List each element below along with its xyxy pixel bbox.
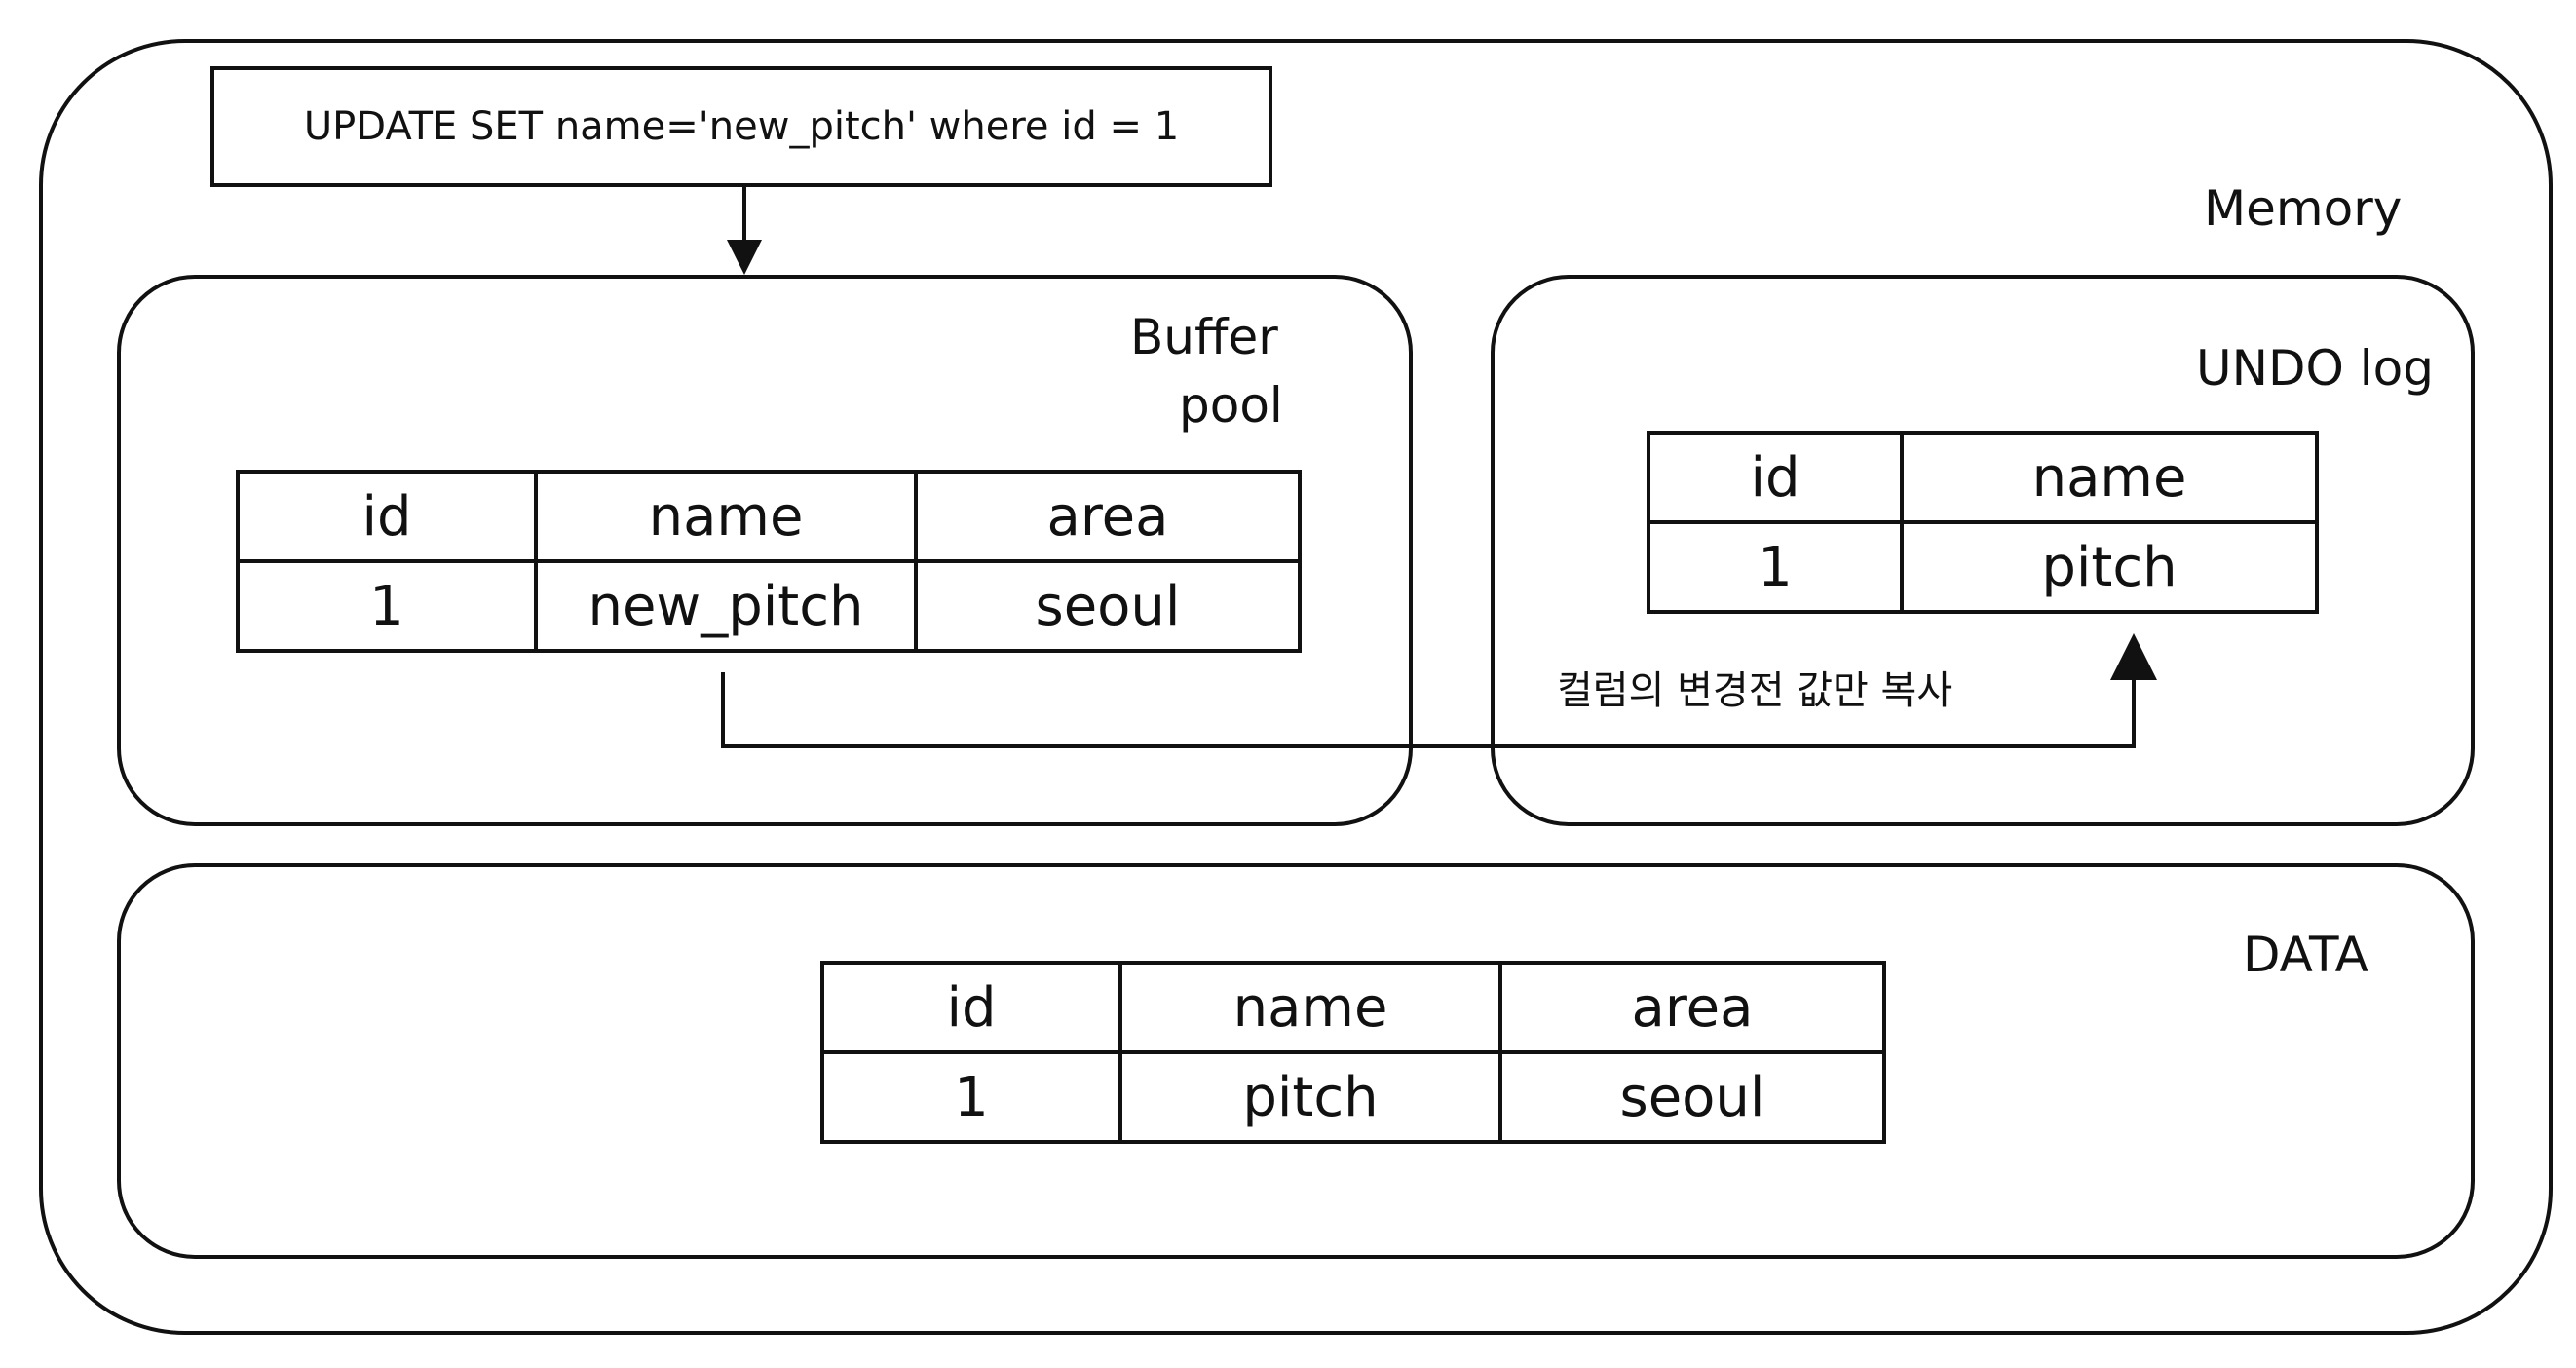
table-header-row: id name [1647, 431, 2319, 524]
undo-log-label: UNDO log [2196, 340, 2434, 397]
cell-area: seoul [914, 559, 1302, 653]
data-container [117, 863, 2475, 1259]
header-cell-id: id [820, 961, 1122, 1054]
cell-name: pitch [1900, 520, 2319, 614]
cell-id: 1 [236, 559, 538, 653]
header-cell-name: name [1900, 431, 2319, 524]
data-table: id name area 1 pitch seoul [820, 961, 1886, 1144]
update-query-text: UPDATE SET name='new_pitch' where id = 1 [303, 104, 1180, 149]
header-cell-name: name [1118, 961, 1502, 1054]
copy-to-undo-arrow [721, 633, 2157, 748]
header-cell-area: area [1498, 961, 1886, 1054]
cell-name: pitch [1118, 1050, 1502, 1144]
buffer-pool-table: id name area 1 new_pitch seoul [236, 470, 1302, 653]
memory-container [39, 39, 2553, 1335]
table-header-row: id name area [236, 470, 1302, 563]
buffer-pool-label-line1: Buffer [1130, 309, 1278, 365]
header-cell-area: area [914, 470, 1302, 563]
table-header-row: id name area [820, 961, 1886, 1054]
data-label: DATA [2243, 927, 2368, 983]
buffer-pool-label-line2: pool [1179, 377, 1283, 434]
table-row: 1 new_pitch seoul [236, 559, 1302, 653]
cell-id: 1 [820, 1050, 1122, 1144]
table-row: 1 pitch seoul [820, 1050, 1886, 1144]
update-query-box: UPDATE SET name='new_pitch' where id = 1 [210, 66, 1272, 187]
arrow-note-label: 컬럼의 변경전 값만 복사 [1557, 668, 1953, 713]
memory-label: Memory [2204, 180, 2403, 237]
table-row: 1 pitch [1647, 520, 2319, 614]
header-cell-id: id [1647, 431, 1904, 524]
cell-area: seoul [1498, 1050, 1886, 1144]
header-cell-id: id [236, 470, 538, 563]
buffer-pool-container [117, 275, 1413, 826]
cell-id: 1 [1647, 520, 1904, 614]
header-cell-name: name [534, 470, 918, 563]
cell-name: new_pitch [534, 559, 918, 653]
undo-log-table: id name 1 pitch [1647, 431, 2319, 614]
query-to-buffer-arrow [727, 187, 762, 275]
undo-log-container [1491, 275, 2475, 826]
